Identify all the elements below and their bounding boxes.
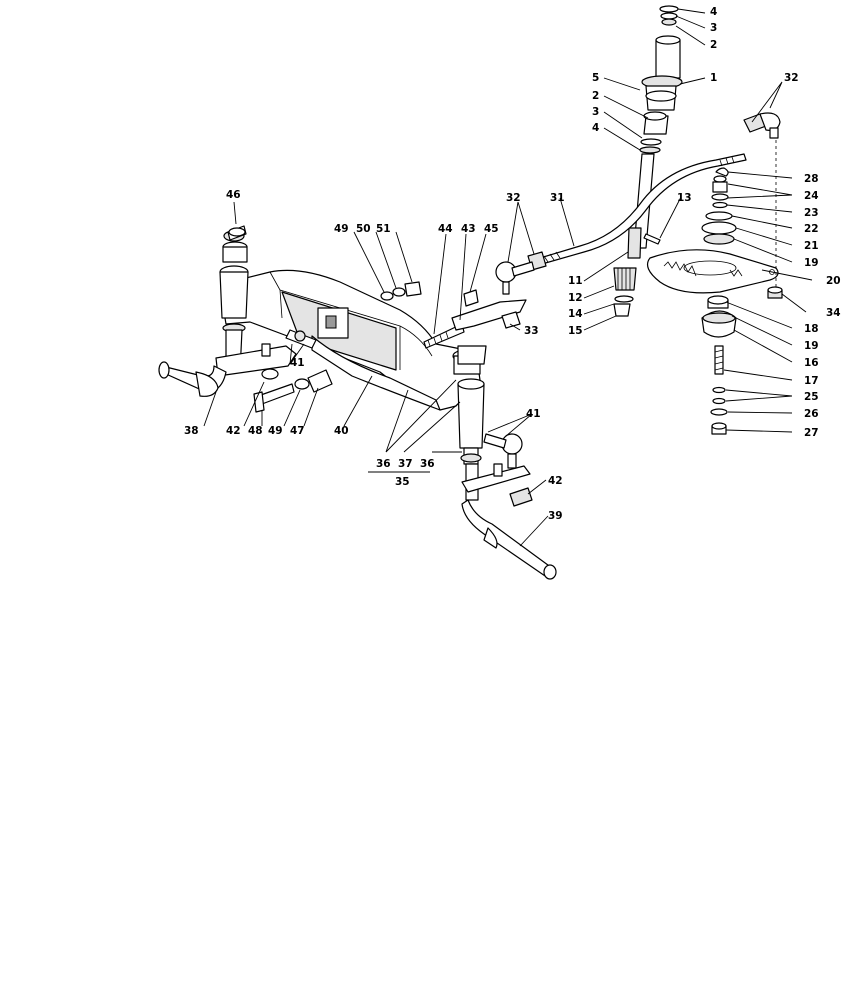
callout-13: 13 (677, 192, 692, 204)
callout-12: 12 (568, 292, 583, 304)
callout-36-right: 36 (420, 458, 435, 470)
callout-31: 31 (550, 192, 565, 204)
callout-46: 46 (226, 189, 241, 201)
callout-23: 23 (804, 207, 819, 219)
callout-24: 24 (804, 190, 819, 202)
drag-link-rod (495, 112, 781, 295)
right-stub-axle (452, 349, 557, 580)
callout-40: 40 (334, 425, 349, 437)
callout-38: 38 (184, 425, 199, 437)
callout-49-bottom: 49 (268, 425, 283, 437)
callout-22: 22 (804, 223, 819, 235)
callout-5: 5 (592, 72, 599, 84)
callout-labels: 4 3 2 1 5 2 3 4 32 28 24 23 22 21 19 20 … (184, 6, 841, 522)
callout-17: 17 (804, 375, 819, 387)
callout-45: 45 (484, 223, 499, 235)
steering-column (627, 5, 683, 259)
callout-25: 25 (804, 391, 819, 403)
callout-21: 21 (804, 240, 819, 252)
callout-15: 15 (568, 325, 583, 337)
callout-35: 35 (395, 476, 410, 488)
callout-33: 33 (524, 325, 539, 337)
callout-19-top: 19 (804, 257, 819, 269)
callout-4-mid: 4 (592, 122, 599, 134)
callout-27: 27 (804, 427, 819, 439)
callout-48: 48 (248, 425, 263, 437)
callout-2-mid: 2 (592, 90, 599, 102)
callout-51: 51 (376, 223, 391, 235)
callout-44: 44 (438, 223, 453, 235)
callout-39: 39 (548, 510, 563, 522)
callout-4-top: 4 (710, 6, 717, 18)
callout-14: 14 (568, 308, 583, 320)
sector-pivot-stack (701, 167, 783, 435)
callout-42-right: 42 (548, 475, 563, 487)
callout-16: 16 (804, 357, 819, 369)
callout-41-left: 41 (290, 357, 305, 369)
callout-37: 37 (398, 458, 413, 470)
callout-50: 50 (356, 223, 371, 235)
callout-19-bottom: 19 (804, 340, 819, 352)
callout-26: 26 (804, 408, 819, 420)
callout-3-top: 3 (710, 22, 717, 34)
callout-36-left: 36 (376, 458, 391, 470)
callout-32-left: 32 (506, 192, 521, 204)
callout-34: 34 (826, 307, 841, 319)
callout-2-top: 2 (710, 39, 717, 51)
callout-41-right: 41 (526, 408, 541, 420)
callout-1: 1 (710, 72, 717, 84)
callout-32-right: 32 (784, 72, 799, 84)
callout-42-left: 42 (226, 425, 241, 437)
callout-49-top: 49 (334, 223, 349, 235)
left-stub-axle (158, 230, 297, 397)
steering-sector-plate (643, 233, 779, 294)
callout-11: 11 (568, 275, 583, 287)
callout-18: 18 (804, 323, 819, 335)
leader-lines (203, 8, 813, 547)
steering-pinion (613, 267, 637, 317)
callout-28: 28 (804, 173, 819, 185)
callout-43: 43 (461, 223, 476, 235)
callout-3-mid: 3 (592, 106, 599, 118)
loose-hardware (227, 225, 527, 413)
callout-47: 47 (290, 425, 305, 437)
callout-20: 20 (826, 275, 841, 287)
